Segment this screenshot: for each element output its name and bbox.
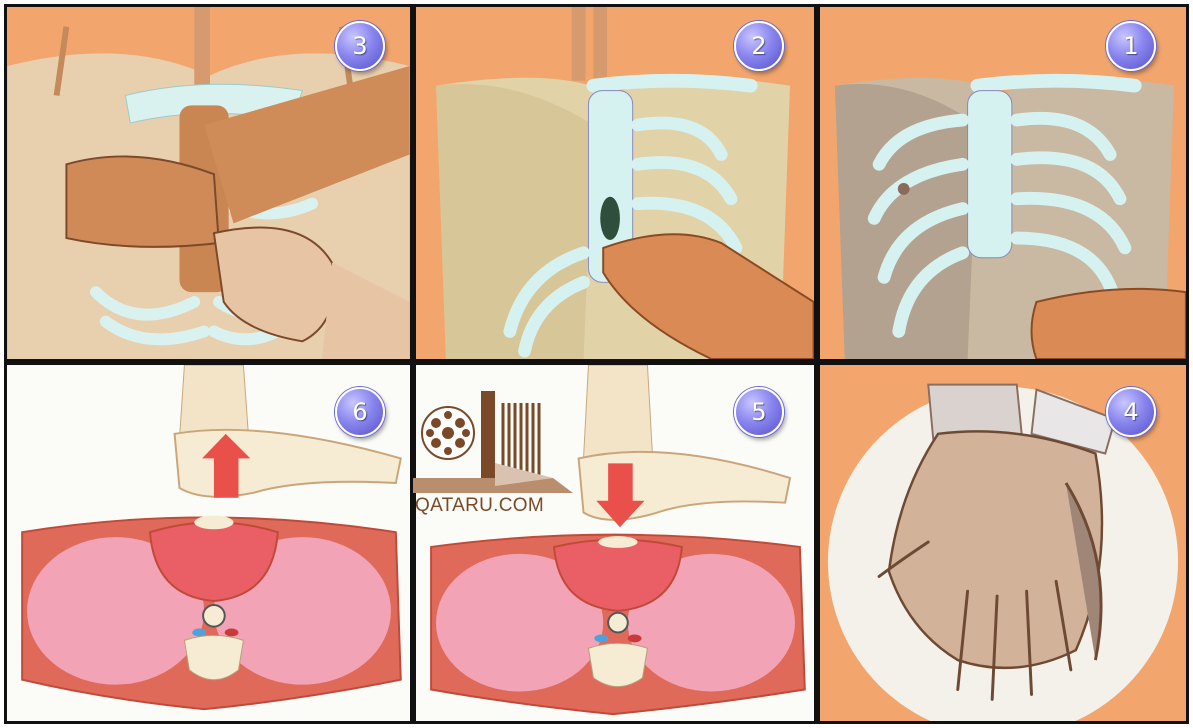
panel-step-4: 4 xyxy=(817,362,1189,724)
panel-step-3: . 3 xyxy=(4,4,413,362)
panel-step-6: 6 xyxy=(4,362,413,724)
step-number-badge: 4 xyxy=(1106,387,1156,437)
step-number-badge: 5 xyxy=(734,387,784,437)
step-number-badge: 6 xyxy=(335,387,385,437)
step-number-badge: 1 xyxy=(1106,21,1156,71)
qataru-watermark: QATARU.COM xyxy=(403,383,583,518)
qataru-logo-icon xyxy=(403,383,583,495)
panel-step-2: 2 xyxy=(413,4,817,362)
panel-step-1: 1 xyxy=(817,4,1189,362)
step-number-badge: 3 xyxy=(335,21,385,71)
step-number-badge: 2 xyxy=(734,21,784,71)
watermark-text: QATARU.COM xyxy=(415,495,544,517)
